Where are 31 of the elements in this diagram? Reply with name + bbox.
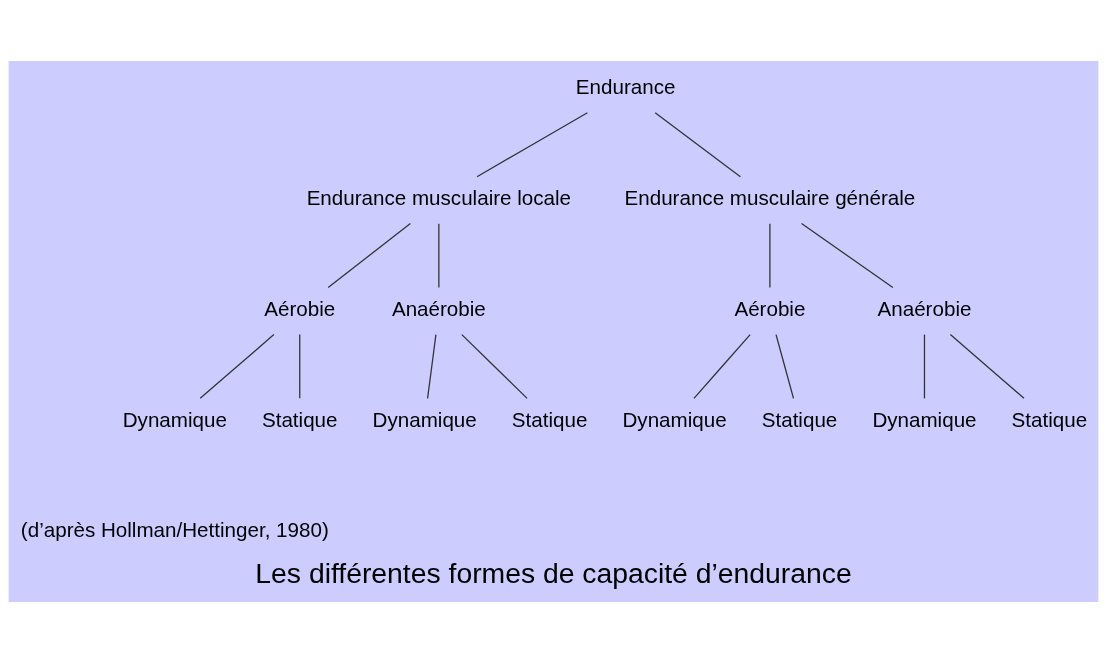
node-text: Endurance [575,74,676,98]
node-text: Endurance musculaire locale [306,185,572,209]
node-text: Statique [261,407,338,431]
node-text: Statique [511,407,588,431]
connector [949,333,1025,399]
node-text: Statique [1011,407,1088,431]
node-text: Dynamique [622,407,727,431]
connector [769,222,771,288]
connector [800,222,894,288]
connector [476,111,589,177]
node-text: Anaérobie [877,296,972,320]
node-text: Statique [761,407,838,431]
connector [775,333,795,399]
node-text: Endurance musculaire générale [624,185,916,209]
connector [199,333,275,399]
node-text: Anaérobie [391,296,486,320]
connector [654,111,742,177]
connector [426,333,437,399]
connector [438,222,440,288]
caption: Les différentes formes de capacité d’endurance [255,556,852,589]
label: (d’après Hollman/Hettinger, 1980) [20,517,329,541]
connector [299,333,301,399]
connector [461,333,528,399]
node-text: Dynamique [872,407,977,431]
connector [923,333,926,399]
node-text: Dynamique [372,407,477,431]
connector [327,222,411,288]
node-text: Aérobie [734,296,806,320]
node-text: Aérobie [264,296,336,320]
node-text: Dynamique [122,407,227,431]
connector [693,333,751,399]
